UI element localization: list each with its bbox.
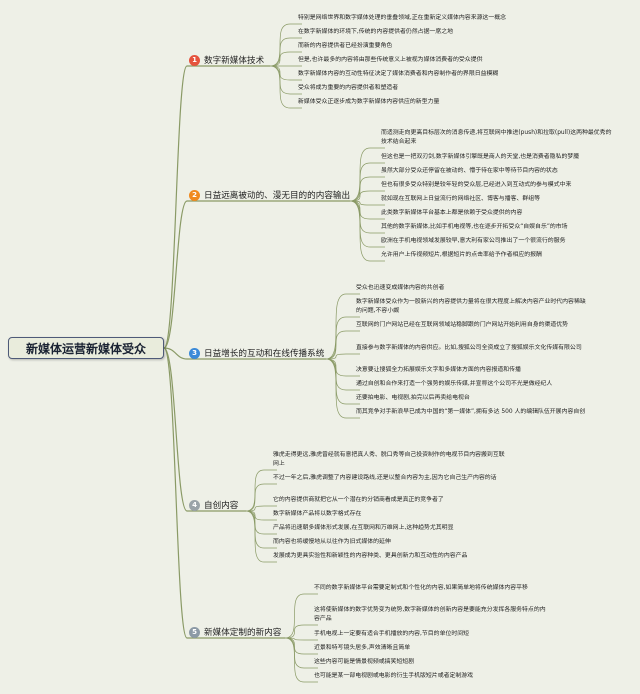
root-connector-1	[163, 65, 188, 349]
number-badge-4: 4	[189, 499, 200, 511]
leaf-1-6: 受众将成为重要的内容提供者和塑造者	[298, 85, 399, 91]
leaf-4-1: 雅虎走得更远,雅虎曾经就有意把真人秀、脱口秀等自己投资制作的电视节目内容搬到互联…	[273, 452, 505, 467]
leaf-1-7: 新媒体受众正逐步成为数字新媒体内容供应的新型力量	[298, 99, 440, 105]
leaf-connector-5-3	[284, 637, 318, 641]
number-badge-1: 1	[189, 54, 200, 66]
leaf-connector-3-4	[325, 353, 360, 360]
leaf-5-6: 也可能是某一部电视剧或电影的衍生手机版短片或者定制游戏	[314, 673, 474, 679]
leaf-2-7: 其他的数字新媒体,比如手机电视等,也在逐步开拓受众“自娱自乐”的市场	[381, 224, 568, 230]
leaf-4-4: 数字新媒体产品将以数字格式存在	[273, 511, 362, 517]
leaf-1-1: 特别是网络世界和数字媒体处理的垂叠领域,正在重新定义媒体内容来源这一概念	[298, 15, 507, 21]
leaf-2-2: 但这也是一把双刃剑,数字新媒体引擎既是商人的天堂,也是消费者隐私的梦魇	[381, 154, 580, 160]
branch-3[interactable]: 3 日益增长的互动和在线传播系统	[189, 347, 324, 359]
leaf-connector-4-7	[245, 510, 277, 563]
leaf-connector-4-3	[245, 505, 277, 512]
leaf-2-6: 此类数字新媒体平台基本上都是依赖于受众提供的内容	[381, 210, 523, 216]
leaf-connector-2-3	[349, 176, 385, 202]
leaf-connector-3-5	[325, 358, 360, 377]
leaf-connector-2-7	[349, 200, 385, 234]
number-badge-3: 3	[189, 347, 200, 359]
leaf-connector-5-2	[284, 624, 318, 639]
leaf-2-4: 但也有很多受众特别是较年轻的受众层,已经进入到互动式的参与模式中来	[381, 182, 572, 188]
leaf-5-2: 这将使新媒体的数字优势变为统势,数字新媒体的创新内容是要能充分发挥各服务特点的内…	[314, 607, 546, 622]
leaf-3-7: 还要拍电影、电视剧,拍完以后再卖给电视台	[356, 395, 470, 401]
leaf-3-1: 受众也迅速变成媒体内容的共创者	[356, 285, 445, 291]
root-connector-5	[163, 347, 188, 639]
leaf-4-2: 不过一年之后,雅虎调整了内容建设路线,还是以整合内容为主,因为它自己生产内容的话	[273, 475, 497, 481]
leaf-4-6: 而内容也将缓慢地从以往作为旧式媒体的延伸	[273, 539, 391, 545]
leaf-1-3: 而新的内容提供者已经扮演重要角色	[298, 43, 393, 49]
leaf-connector-3-3	[325, 330, 360, 360]
leaf-connector-4-2	[245, 483, 277, 512]
leaf-3-2: 数字新媒体受众作为一股新兴的内容提供力量将在很大程度上解决内容产业时代内容稀缺的…	[356, 299, 586, 314]
leaf-1-2: 在数字新媒体的环境下,传统的内容提供者仍然占据一席之地	[298, 29, 454, 35]
leaf-connector-2-6	[349, 200, 385, 220]
leaf-5-3: 手机电视上一定要有适合手机播放的内容,节目的单位时间短	[314, 631, 470, 637]
leaf-4-7: 发展成为更具实验性和新颖性的内容种类、更具创新力和互动性的内容产品	[273, 553, 468, 559]
leaf-connector-2-2	[349, 162, 385, 202]
leaf-connector-3-2	[325, 316, 360, 360]
leaf-connector-3-6	[325, 358, 360, 391]
root-connector-3	[163, 347, 188, 360]
branch-5[interactable]: 5 新媒体定制的新内容	[189, 626, 281, 638]
leaf-3-4: 直接参与数字新媒体的内容供应。比如,搜狐公司全资成立了搜狐娱乐文化传媒有限公司	[356, 345, 582, 351]
leaf-3-5: 决意要让搜狐全力拓展娱乐文字和多媒体方面的内容报道和传播	[356, 367, 521, 373]
branch-3-label: 日益增长的互动和在线传播系统	[204, 349, 325, 359]
branch-1-label: 数字新媒体技术	[204, 56, 265, 66]
leaf-connector-5-1	[284, 593, 318, 639]
leaf-5-5: 这些内容可能是情景视频或搞笑短短剧	[314, 659, 415, 665]
branch-2[interactable]: 2 日益远离被动的、漫无目的的内容输出	[189, 189, 350, 201]
number-badge-5: 5	[189, 626, 200, 638]
branch-1[interactable]: 1 数字新媒体技术	[189, 54, 264, 66]
leaf-3-3: 互联网的门户网站已经在互联网领域站稳脚跟的门户网站开始利用自身的渠道优势	[356, 322, 569, 328]
number-badge-2: 2	[189, 189, 200, 201]
leaf-3-6: 通过自创和合作来打造一个强势的娱乐传媒,并宣称这个公司不光是做经纪人	[356, 381, 553, 387]
branch-2-label: 日益远离被动的、漫无目的的内容输出	[204, 191, 351, 201]
root-connector-2	[163, 200, 188, 349]
leaf-3-8: 而其竞争对手新浪早已成为中国的“第一媒体”,拥有多达 500 人的编辑队伍开展内…	[356, 409, 586, 415]
branch-4-label: 自创内容	[204, 501, 239, 511]
leaf-5-1: 不同的数字新媒体平台需要定制式和个性化的内容,如果简单地将传统媒体内容平移	[314, 585, 528, 591]
leaf-connector-1-2	[269, 37, 302, 67]
leaf-connector-5-6	[284, 637, 318, 683]
leaf-connector-2-5	[349, 200, 385, 206]
leaf-4-3: 它的内容提供商就把它从一个潜在的分销商看成是真正的竞争者了	[273, 497, 444, 503]
leaf-2-9: 允许用户上传视频短片,根据短片的点击率给予作者相应的报酬	[381, 252, 542, 258]
leaf-connector-2-9	[349, 200, 385, 262]
leaf-connector-2-8	[349, 200, 385, 248]
leaf-2-5: 就如现在互联网上日益流行的网络社区、博客与播客、群组等	[381, 196, 541, 202]
leaf-2-8: 欧洲在手机电视领域发展较早,意大利有家公司推出了一个很流行的服务	[381, 238, 566, 244]
leaf-5-4: 近景和特写镜头居多,声效清晰且简单	[314, 645, 411, 651]
leaf-connector-3-8	[325, 358, 360, 419]
leaf-connector-2-1	[349, 147, 385, 202]
leaf-1-5: 数字新媒体内容的互动性特征决定了媒体消费者和内容制作者的界限日益模糊	[298, 71, 499, 77]
leaf-4-5: 产品将迅速朝多媒体形式发展,在互联网和万维网上,这种趋势尤其明显	[273, 525, 454, 531]
leaf-connector-3-7	[325, 358, 360, 405]
leaf-connector-1-3	[269, 51, 302, 67]
leaf-connector-3-1	[325, 293, 360, 360]
leaf-connector-1-7	[269, 65, 302, 109]
leaf-connector-2-4	[349, 190, 385, 202]
leaf-2-3: 虽然大部分受众还停留在被动的、懵于待在家中等待节目内容的状态	[381, 168, 558, 174]
branch-5-label: 新媒体定制的新内容	[204, 628, 282, 638]
leaf-2-1: 而适测走向更高目标层次的消息传递,将互联网中推进(push)和拉取(pull)这…	[381, 130, 612, 145]
leaf-1-4: 但是,也许最多的内容将由那些传统意义上被视为媒体消费者的受众提供	[298, 57, 483, 63]
leaf-connector-4-1	[245, 469, 277, 512]
branch-4[interactable]: 4 自创内容	[189, 499, 238, 511]
leaf-connector-1-1	[269, 23, 302, 67]
root-connector-4	[163, 347, 188, 512]
central-topic[interactable]: 新媒体运营新媒体受众	[8, 337, 164, 359]
